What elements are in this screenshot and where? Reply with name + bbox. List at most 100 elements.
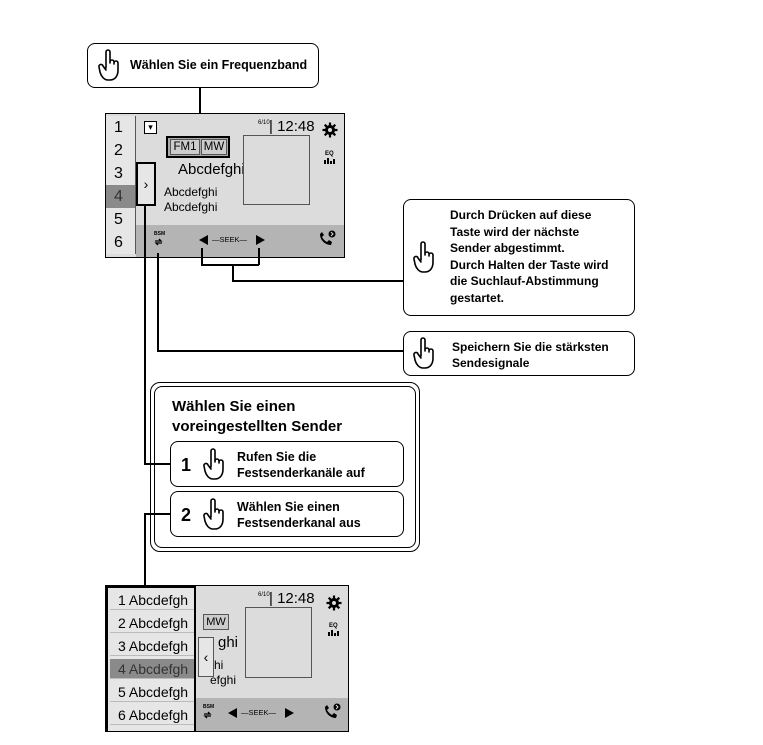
connector-seek (201, 264, 259, 266)
connector-seek (232, 264, 234, 281)
seek-callout-line: die Suchlauf-Abstimmung (450, 274, 599, 288)
station-info-1: Abcdefghi (164, 185, 218, 199)
bsm-label[interactable]: BSM (203, 704, 215, 710)
preset-button-4[interactable]: 4 (106, 185, 136, 208)
bsm-callout-line: Speichern Sie die stärksten (452, 340, 609, 354)
preset-box-title-line: Wählen Sie einen (172, 398, 296, 415)
band-button-mw[interactable]: MW (201, 139, 227, 155)
bsm-label[interactable]: BSM (154, 231, 166, 237)
artwork-placeholder (243, 135, 310, 205)
clock-display: | 12:48 (269, 118, 315, 135)
expand-tab-button[interactable]: › (136, 162, 156, 206)
phone-icon[interactable] (323, 703, 341, 719)
seek-callout-text: Durch Drücken auf diese Taste wird der n… (450, 207, 608, 306)
preset-list-item-2[interactable]: 2 Abcdefgh (110, 613, 194, 633)
seek-text: SEEK (248, 708, 269, 717)
seek-forward-icon[interactable] (256, 235, 265, 245)
seek-callout-line: Taste wird der nächste (450, 224, 580, 239)
station-name: Abcdefghi (178, 161, 245, 178)
hand-pointer-icon (98, 49, 119, 81)
connector-step-2 (144, 513, 171, 515)
phone-icon[interactable] (318, 230, 336, 246)
step-2: 2 Wählen Sie einen Festsenderkanal aus (170, 491, 404, 537)
eq-icon[interactable] (328, 630, 340, 636)
seek-label: —SEEK— (241, 708, 277, 717)
station-info-2: Abcdefghi (164, 200, 218, 214)
step-text-line: Festsenderkanäle auf (237, 466, 365, 480)
preset-list-item-3[interactable]: 3 Abcdefgh (110, 636, 194, 656)
clock-time: 12:48 (277, 118, 315, 135)
bsm-icon[interactable] (154, 238, 163, 246)
preset-button-5[interactable]: 5 (106, 208, 136, 231)
preset-list-item-6[interactable]: 6 Abcdefgh (110, 705, 194, 725)
bsm-icon[interactable] (203, 711, 212, 719)
connector-bsm (157, 253, 159, 351)
seek-back-icon[interactable] (228, 708, 237, 718)
radio-screen-main: 1 2 3 4 5 6 ▾ FM1 MW › Abcdefghi Abcdefg… (105, 113, 345, 258)
preset-box-title-line: voreingestellten Sender (172, 418, 343, 435)
preset-box-title: Wählen Sie einen voreingestellten Sender (172, 397, 342, 437)
eq-label[interactable]: EQ (329, 623, 338, 629)
step-text: Wählen Sie einen Festsenderkanal aus (237, 499, 361, 531)
preset-button-6[interactable]: 6 (106, 231, 136, 254)
seek-callout-line: Durch Drücken auf diese (450, 208, 592, 222)
preset-button-1[interactable]: 1 (106, 116, 136, 139)
band-button-fm1[interactable]: FM1 (170, 139, 200, 155)
seek-text: SEEK (219, 235, 240, 244)
bsm-callout: Speichern Sie die stärksten Sendesignale (403, 331, 635, 376)
connector-step-1 (144, 205, 146, 464)
eq-label[interactable]: EQ (325, 151, 334, 157)
bsm-callout-text: Speichern Sie die stärksten Sendesignale (452, 339, 609, 371)
band-button-mw[interactable]: MW (203, 614, 229, 630)
eq-icon[interactable] (324, 158, 336, 164)
preset-button-2[interactable]: 2 (106, 139, 136, 162)
connector-band (199, 87, 201, 136)
seek-callout-line: Sender abgestimmt. (450, 241, 565, 255)
step-text-line: Wählen Sie einen (237, 500, 340, 514)
date-display: 6/10 (258, 120, 270, 126)
station-info-2: efghi (210, 673, 237, 687)
hand-pointer-icon (203, 448, 224, 480)
station-name: ghi (218, 634, 239, 651)
preset-list-item-4[interactable]: 4 Abcdefgh (110, 659, 194, 679)
station-info-1: hi (214, 658, 224, 672)
step-1: 1 Rufen Sie die Festsenderkanäle auf (170, 441, 404, 487)
connector-seek (258, 248, 260, 265)
band-callout: Wählen Sie ein Frequenzband (87, 43, 319, 88)
step-text-line: Rufen Sie die (237, 450, 317, 464)
settings-gear-icon[interactable] (322, 122, 338, 138)
step-number: 2 (181, 505, 192, 525)
seek-back-icon[interactable] (199, 235, 208, 245)
preset-selection-box (150, 382, 420, 552)
collapse-tab-button[interactable]: ‹ (198, 637, 214, 677)
connector-step-2 (144, 513, 146, 588)
band-callout-text: Wählen Sie ein Frequenzband (130, 58, 308, 72)
hand-pointer-icon (413, 241, 434, 273)
seek-callout-line: Durch Halten der Taste wird (450, 257, 609, 272)
bsm-callout-line: Sendesignale (452, 356, 530, 370)
bottom-bar (196, 698, 348, 731)
seek-callout-line: gestartet. (450, 290, 505, 305)
preset-list-item-1[interactable]: 1 Abcdefgh (110, 590, 194, 610)
artwork-placeholder (245, 607, 312, 678)
preset-column: 1 2 3 4 5 6 (106, 114, 136, 257)
hand-pointer-icon (413, 337, 434, 369)
clock-display: | 12:48 (269, 590, 315, 607)
hand-pointer-icon (203, 498, 224, 530)
clock-time: 12:48 (277, 590, 315, 607)
preset-button-3[interactable]: 3 (106, 162, 136, 185)
step-text-line: Festsenderkanal aus (237, 516, 361, 530)
connector-seek (201, 248, 203, 265)
seek-label: —SEEK— (212, 235, 248, 244)
connector-step-1 (144, 463, 171, 465)
seek-callout: Durch Drücken auf diese Taste wird der n… (403, 199, 635, 316)
preset-list-item-5[interactable]: 5 Abcdefgh (110, 682, 194, 702)
radio-screen-preset-list: 1 Abcdefgh 2 Abcdefgh 3 Abcdefgh 4 Abcde… (105, 585, 349, 732)
settings-gear-icon[interactable] (326, 595, 342, 611)
seek-forward-icon[interactable] (285, 708, 294, 718)
dropdown-button[interactable]: ▾ (144, 121, 157, 134)
date-display: 6/10 (258, 592, 270, 598)
bottom-bar (136, 225, 344, 257)
step-text: Rufen Sie die Festsenderkanäle auf (237, 449, 365, 481)
connector-bsm (157, 350, 404, 352)
